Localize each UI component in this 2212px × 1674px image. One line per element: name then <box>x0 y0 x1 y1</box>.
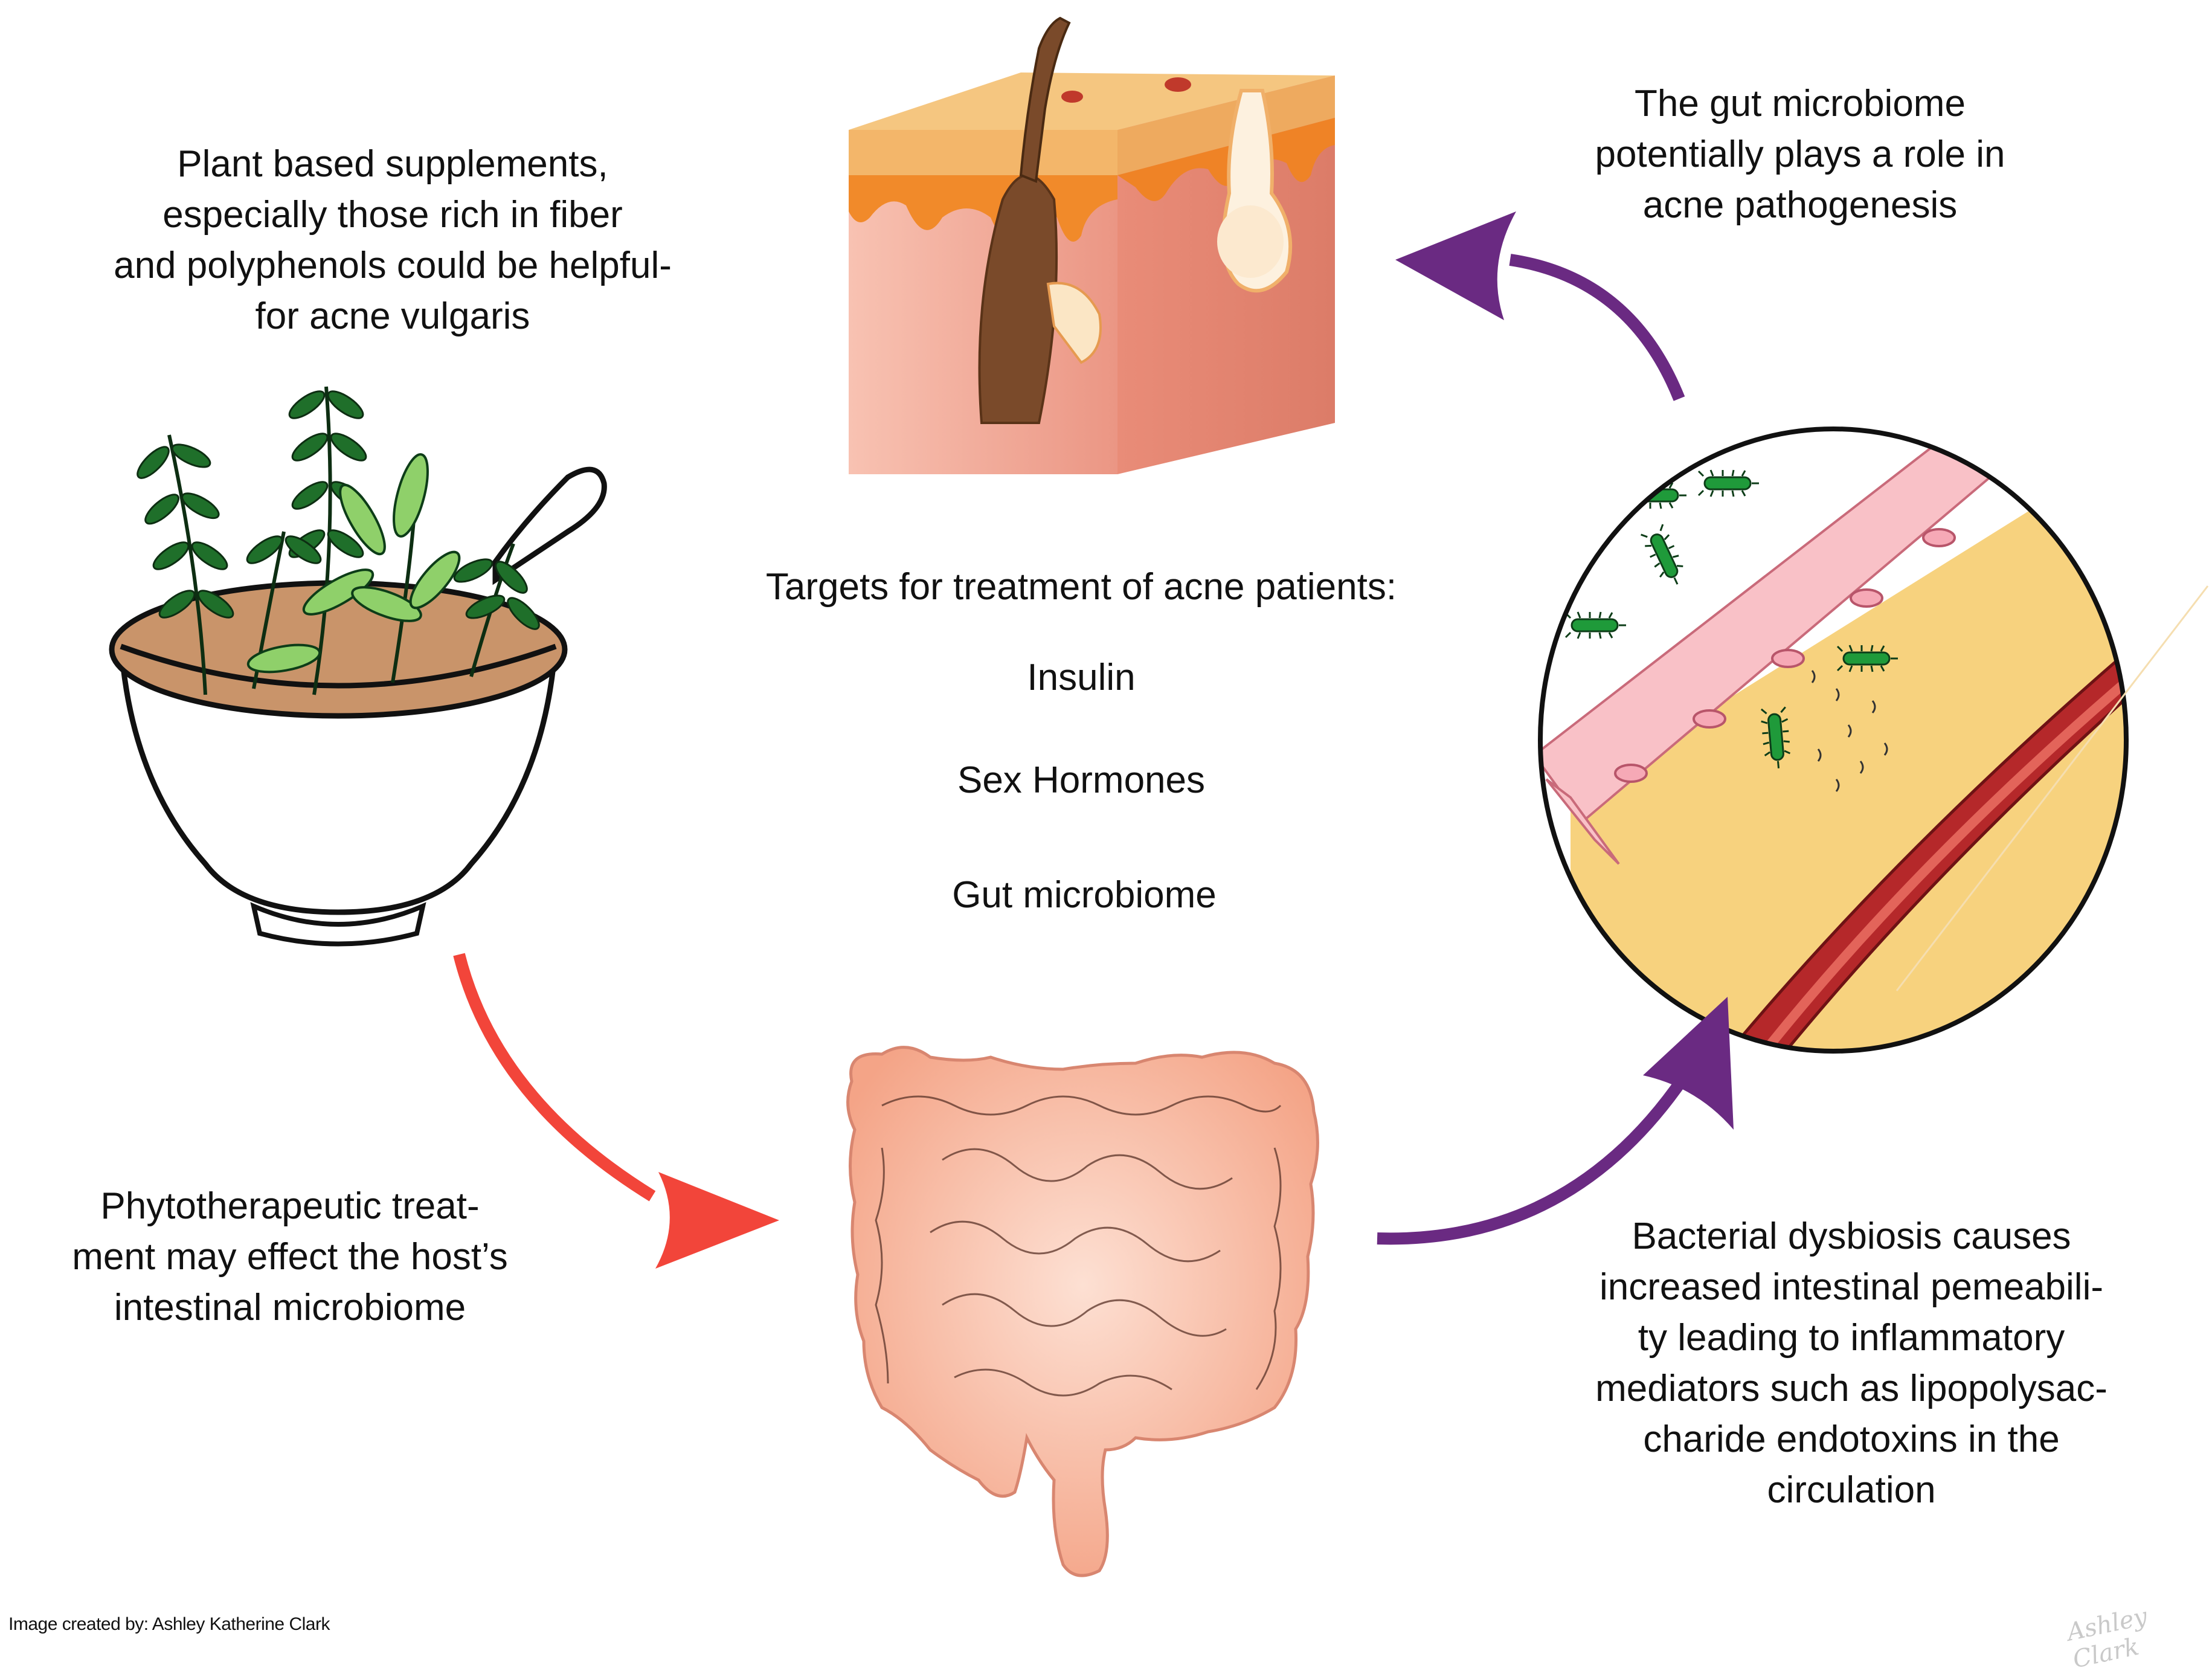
caption-line: increased intestinal pemeabili- <box>1599 1266 2103 1308</box>
target-sex-hormones: Sex Hormones <box>957 759 1206 801</box>
caption-line: Phytotherapeutic treat- <box>100 1185 480 1227</box>
caption-line: Bacterial dysbiosis causes <box>1632 1215 2071 1257</box>
caption-phytotherapeutic: Phytotherapeutic treat- ment may effect … <box>24 1181 556 1333</box>
target-gut-microbiome: Gut microbiome <box>952 874 1217 916</box>
curved-arrow-icon <box>1377 997 1734 1245</box>
targets-heading: Targets for treatment of acne patients: <box>765 566 1397 608</box>
gut-lining-magnified-icon <box>1538 427 2209 1054</box>
target-insulin: Insulin <box>1027 657 1136 698</box>
caption-plant-supplements: Plant based supplements, especially thos… <box>72 139 713 342</box>
caption-line: ty leading to inflammatory <box>1638 1317 2065 1359</box>
caption-line: intestinal microbiome <box>114 1287 466 1328</box>
caption-line: ment may effect the host’s <box>72 1236 508 1278</box>
caption-line: and polyphenols could be helpful- <box>114 245 672 286</box>
skin-cross-section-icon <box>849 16 1335 474</box>
center-targets-panel: Targets for treatment of acne patients: <box>695 562 1468 613</box>
image-credit: Image created by: Ashley Katherine Clark <box>8 1614 330 1634</box>
caption-line: Plant based supplements, <box>177 143 608 185</box>
caption-gut-role: The gut microbiome potentially plays a r… <box>1498 79 2102 231</box>
intestine-icon <box>846 1046 1319 1577</box>
caption-bacterial-dysbiosis: Bacterial dysbiosis causes increased int… <box>1534 1211 2169 1516</box>
curved-arrow-icon <box>1395 211 1685 401</box>
caption-line: acne pathogenesis <box>1642 184 1958 226</box>
caption-line: circulation <box>1767 1469 1936 1511</box>
caption-line: especially those rich in fiber <box>162 194 623 236</box>
caption-line: mediators such as lipopolysac- <box>1595 1368 2108 1409</box>
curved-arrow-icon <box>453 953 779 1269</box>
caption-line: The gut microbiome <box>1635 83 1966 124</box>
herb-bowl-icon <box>109 385 607 947</box>
caption-line: potentially plays a role in <box>1595 134 2005 175</box>
caption-line: for acne vulgaris <box>255 295 530 337</box>
caption-line: charide endotoxins in the <box>1643 1418 2060 1460</box>
